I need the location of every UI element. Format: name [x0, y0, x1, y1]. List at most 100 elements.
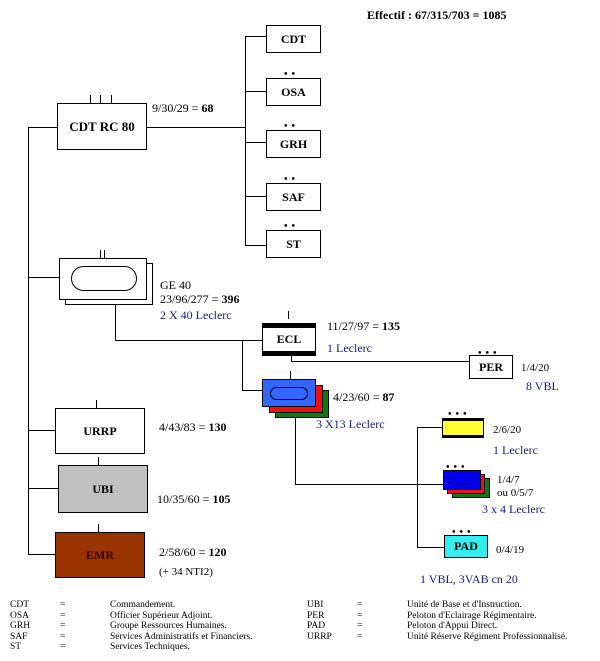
legend-row: OSA=Officier Supérieur Adjoint.	[10, 610, 213, 621]
ubi-figures: 10/35/60 = 105	[157, 492, 231, 506]
connector	[242, 340, 243, 390]
connector	[28, 554, 55, 555]
yellow-subunit-box[interactable]	[442, 418, 484, 438]
connector	[245, 142, 266, 143]
legend-row: URRP=Unité Réserve Régiment Professionna…	[307, 631, 568, 642]
staff-osa-box[interactable]: OSA	[266, 78, 321, 106]
per-figures: 1/4/20	[521, 362, 550, 374]
connector	[28, 277, 60, 278]
per-equipment: 8 VBL	[526, 379, 559, 393]
staff-saf-box[interactable]: SAF	[266, 183, 321, 211]
ge40-name: GE 40	[160, 278, 191, 292]
legend-row: PAD=Peloton d'Appui Direct.	[307, 621, 498, 631]
staff-cdt-box[interactable]: CDT	[266, 25, 321, 53]
armor-oval-icon	[71, 266, 137, 291]
cdt-rc80-figures: 9/30/29 = 68	[152, 101, 214, 115]
staff-st-box[interactable]: ST	[266, 230, 321, 258]
legend-row: PER=Peloton d'Eclairage Régimentaire.	[307, 610, 537, 621]
legend-row: CDT=Commandement.	[10, 600, 176, 610]
connector	[245, 245, 266, 246]
connector	[417, 547, 444, 548]
ge40-box[interactable]	[59, 258, 147, 300]
rank-dots: ••	[284, 69, 300, 80]
ecl-box[interactable]: ECL	[262, 323, 316, 356]
trunk-line	[28, 127, 29, 554]
staff-label: ST	[286, 236, 301, 251]
connector	[295, 484, 443, 485]
urrp-label: URRP	[83, 423, 117, 438]
legend-row: GRH=Groupe Ressources Humaines.	[10, 621, 227, 631]
tank-group-figures: 4/23/60 = 87	[333, 390, 395, 404]
rank-dots: •••	[452, 527, 475, 538]
rank-dots: •••	[448, 409, 471, 420]
connector	[245, 196, 266, 197]
tank-subunit-figures: 1/4/7	[497, 474, 520, 486]
rank-dots: ••	[284, 221, 300, 232]
connector	[28, 488, 58, 489]
ubi-label: UBI	[92, 481, 114, 496]
cdt-rc80-label: CDT RC 80	[69, 118, 135, 134]
legend-left: CDT=Commandement. OSA=Officier Supérieur…	[10, 600, 252, 653]
staff-trunk	[245, 36, 246, 246]
antenna-mark	[104, 250, 105, 258]
legend-row: UBI=Unité de Base et d'Instruction.	[307, 600, 522, 610]
rank-dots: •••	[478, 348, 501, 359]
armor-oval-icon	[270, 387, 308, 400]
yellow-subunit-figures: 2/6/20	[493, 424, 522, 436]
connector	[295, 418, 296, 484]
pad-box[interactable]: PAD	[444, 535, 488, 558]
rank-dots: •••	[446, 462, 469, 473]
staff-label: SAF	[282, 189, 305, 204]
connector	[245, 91, 266, 92]
ecl-equipment: 1 Leclerc	[327, 341, 372, 355]
connector	[291, 356, 292, 362]
antenna-mark	[111, 95, 112, 103]
antenna-mark	[90, 95, 91, 103]
legend-row: ST=Services Techniques.	[10, 642, 190, 652]
per-label: PER	[479, 359, 503, 374]
armor-oval-icon	[450, 475, 474, 485]
connector	[98, 524, 99, 532]
connector	[417, 427, 418, 547]
connector	[291, 361, 469, 362]
connector	[28, 430, 55, 431]
effectif-total: Effectif : 67/315/703 = 1085	[367, 8, 507, 22]
tank-subunit-box[interactable]	[443, 470, 481, 490]
urrp-box[interactable]: URRP	[55, 408, 145, 454]
tank-subunit-figures-alt: ou 0/5/7	[497, 487, 534, 499]
connector	[115, 305, 116, 340]
emr-note: (+ 34 NTI2)	[159, 566, 213, 578]
pad-equipment: 1 VBL, 3VAB cn 20	[420, 572, 518, 586]
emr-box[interactable]: EMR	[55, 532, 145, 578]
tank-group-box[interactable]	[262, 379, 316, 407]
connector	[290, 371, 291, 379]
connector	[96, 400, 97, 408]
legend-right: UBI=Unité de Base et d'Instruction. PER=…	[307, 600, 567, 642]
connector	[417, 427, 442, 428]
antenna-mark	[288, 311, 289, 319]
cdt-rc80-box[interactable]: CDT RC 80	[57, 103, 147, 150]
connector	[98, 457, 99, 465]
ubi-box[interactable]: UBI	[58, 465, 148, 513]
connector	[245, 36, 266, 37]
connector	[115, 340, 263, 341]
per-box[interactable]: PER	[469, 355, 513, 379]
emr-label: EMR	[86, 547, 114, 562]
antenna-mark	[100, 95, 101, 103]
ecl-label: ECL	[276, 332, 302, 346]
antenna-mark	[100, 250, 101, 258]
ge40-figures: 23/96/277 = 396	[160, 292, 240, 306]
tank-subunit-equipment: 3 x 4 Leclerc	[482, 502, 545, 516]
staff-grh-box[interactable]: GRH	[266, 130, 321, 158]
pad-label: PAD	[454, 539, 478, 553]
rank-dots: ••	[284, 121, 300, 132]
connector	[28, 127, 58, 128]
staff-label: GRH	[279, 136, 308, 151]
staff-label: CDT	[280, 31, 307, 46]
connector	[147, 127, 245, 128]
yellow-subunit-equipment: 1 Leclerc	[493, 443, 538, 457]
legend-row: SAF=Services Administratifs et Financier…	[10, 631, 253, 642]
staff-label: OSA	[281, 84, 306, 99]
pad-figures: 0/4/19	[496, 544, 525, 556]
